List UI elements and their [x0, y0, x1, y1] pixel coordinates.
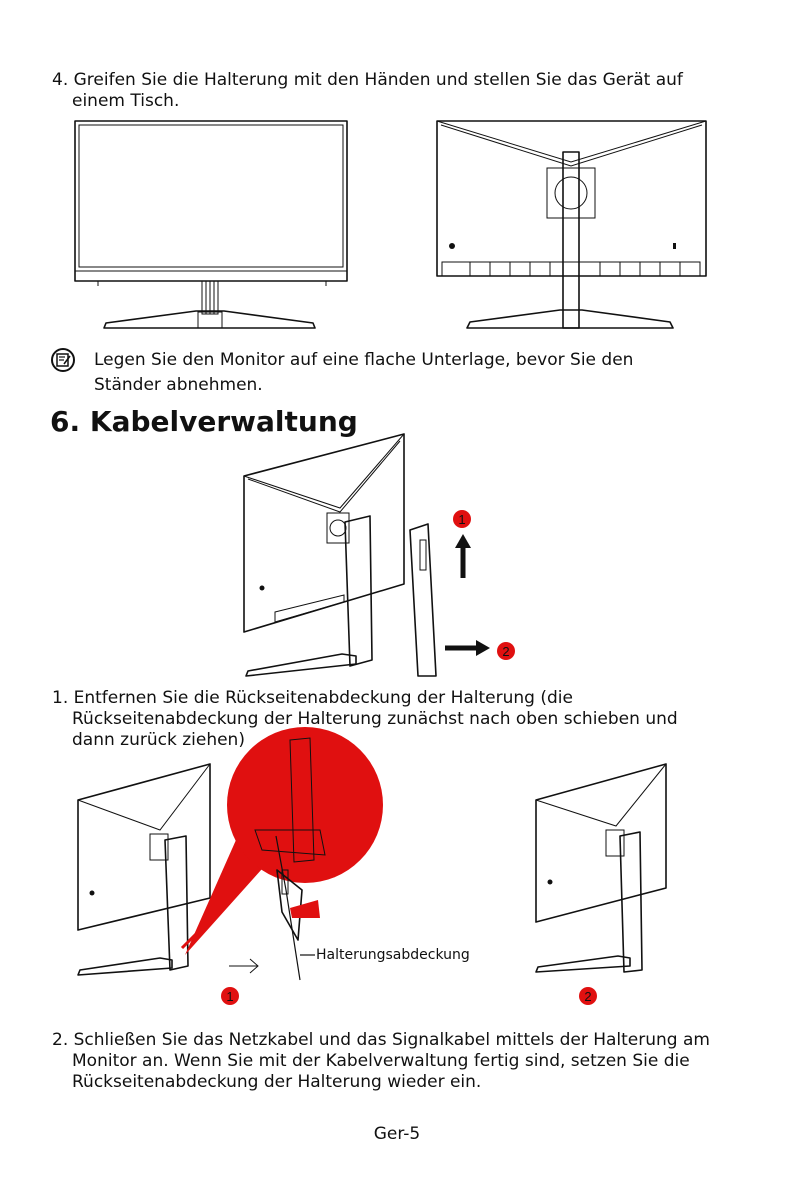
section-title: 6. Kabelverwaltung	[50, 405, 358, 438]
zoom-detail	[227, 727, 383, 883]
cable-cover-removal-illustration: 1 2	[243, 433, 515, 677]
svg-text:1: 1	[458, 512, 465, 527]
step2-line2: Monitor an. Wenn Sie mit der Kabelverwal…	[72, 1051, 690, 1071]
cable-routing-illustration: 1 2	[77, 727, 667, 1005]
step4-text: 4. Greifen Sie die Halterung mit den Hän…	[52, 70, 752, 112]
monitor-rear-illustration	[436, 120, 707, 329]
step-marker-1	[221, 987, 239, 1005]
step1-line3: dann zurück ziehen)	[72, 730, 245, 750]
step-marker-2	[497, 642, 515, 660]
note-text: Legen Sie den Monitor auf eine flache Un…	[94, 348, 734, 398]
step-marker-1	[453, 510, 471, 528]
cover-label: Halterungsabdeckung	[316, 947, 470, 963]
step1-line1: 1. Entfernen Sie die Rückseitenabdeckung…	[52, 688, 573, 708]
note-icon	[50, 347, 76, 373]
step1-line2: Rückseitenabdeckung der Halterung zunäch…	[72, 709, 678, 729]
svg-text:2: 2	[584, 989, 591, 1004]
note-line2: Ständer abnehmen.	[94, 375, 263, 395]
step-marker-2	[579, 987, 597, 1005]
step4-line2: einem Tisch.	[72, 91, 180, 111]
monitor-front-illustration	[74, 120, 348, 329]
svg-text:1: 1	[226, 989, 233, 1004]
step2-line1: 2. Schließen Sie das Netzkabel und das S…	[52, 1030, 710, 1050]
page-number: Ger-5	[373, 1124, 421, 1144]
step4-line1: 4. Greifen Sie die Halterung mit den Hän…	[52, 70, 683, 90]
step2-line3: Rückseitenabdeckung der Halterung wieder…	[72, 1072, 482, 1092]
step1-text: 1. Entfernen Sie die Rückseitenabdeckung…	[52, 688, 762, 751]
step2-text: 2. Schließen Sie das Netzkabel und das S…	[52, 1030, 772, 1093]
note-line1: Legen Sie den Monitor auf eine flache Un…	[94, 350, 634, 370]
svg-text:2: 2	[502, 644, 509, 659]
